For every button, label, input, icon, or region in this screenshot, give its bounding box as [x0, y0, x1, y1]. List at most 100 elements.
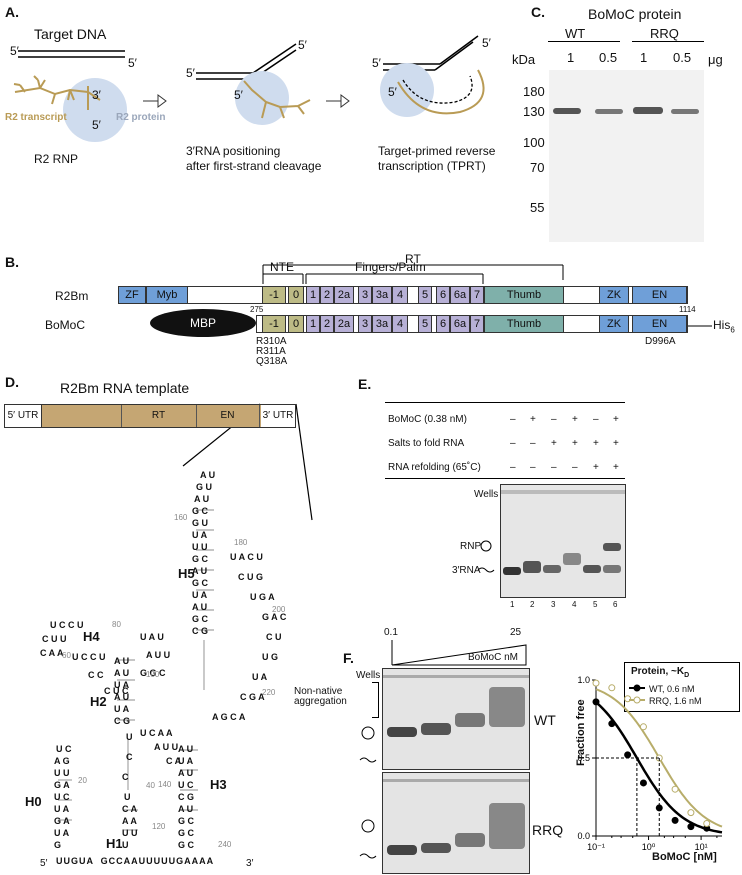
dna-5prime-top: 5′ — [10, 44, 19, 58]
svg-text:G C: G C — [192, 554, 209, 564]
sign-r1-c2: + — [551, 438, 557, 449]
en-segment: EN — [196, 405, 260, 427]
step2-5prime: 5′ — [186, 66, 195, 80]
sign-r2-c4: + — [593, 462, 599, 473]
lane-e3: 3 — [551, 600, 556, 609]
mutation-1: R310A — [256, 336, 287, 347]
domain-4: 4 — [392, 286, 408, 304]
non-native-l1: Non-native — [294, 686, 343, 697]
sign-r1-c5: + — [613, 438, 619, 449]
lane-e6: 6 — [613, 600, 618, 609]
svg-text:A U: A U — [192, 602, 207, 612]
domain-6a: 6a — [450, 286, 470, 304]
sign-r0-c2: – — [551, 414, 557, 425]
helix-h1: H1 — [106, 836, 123, 851]
bomoc-domain-5: 5 — [418, 315, 432, 333]
bomoc-domain-1: 1 — [306, 315, 320, 333]
y-tick-label: 1.0 — [577, 675, 590, 685]
rna-5prime: 5′ — [92, 118, 101, 132]
his-tag: His6 — [713, 318, 735, 335]
panel-label-d: D. — [5, 374, 19, 390]
r2-protein-label: R2 protein — [116, 112, 166, 123]
helix-h5: H5 — [178, 566, 195, 581]
svg-text:G A: G A — [54, 780, 70, 790]
data-point-1-4 — [655, 754, 663, 762]
panel-label-a: A. — [5, 4, 19, 20]
rna-3prime-end: 3′ — [246, 858, 254, 869]
domain-5: 5 — [418, 286, 432, 304]
bomoc-nm: BoMoC nM — [468, 652, 519, 663]
lane-e1: 1 — [510, 600, 515, 609]
panel-label-c: C. — [531, 4, 545, 20]
data-point-0-0 — [592, 698, 600, 706]
svg-text:U A: U A — [192, 530, 208, 540]
legend-title: Protein, ~KD — [631, 666, 690, 679]
svg-text:C C: C C — [88, 670, 104, 680]
step1-label: R2 RNP — [34, 152, 79, 166]
y-tick-label: 0.0 — [577, 831, 590, 841]
bomoc-domain-2a: 2a — [334, 315, 354, 333]
domain-myb: Myb — [146, 286, 188, 304]
svg-text:U G: U G — [262, 652, 278, 662]
nt-100: 100 — [146, 670, 160, 679]
data-point-0-4 — [655, 804, 663, 812]
nt-80: 80 — [112, 620, 121, 629]
bomoc-domain-2: 2 — [320, 315, 334, 333]
domain-1: 1 — [306, 286, 320, 304]
domain-en: EN — [632, 286, 687, 304]
bomoc-domain-4: 4 — [392, 315, 408, 333]
sign-r0-c0: – — [510, 414, 516, 425]
bomoc-domain-3: 3 — [358, 315, 372, 333]
sign-r0-c5: + — [613, 414, 619, 425]
row-salts: Salts to fold RNA — [388, 438, 465, 449]
svg-text:C G: C G — [114, 716, 130, 726]
svg-text:G C: G C — [178, 828, 195, 838]
data-point-1-0 — [592, 679, 600, 687]
nt-220: 220 — [262, 688, 276, 697]
mutation-2: R311A — [256, 346, 286, 357]
lane-e5: 5 — [593, 600, 598, 609]
domain-nte-0: 0 — [288, 286, 304, 304]
rna-template-bar: 5′ UTR RT EN 3′ UTR — [4, 404, 296, 428]
rna-5prime-end: 5′ — [40, 858, 48, 869]
step2-label-l1: 3′RNA positioning — [186, 144, 281, 158]
sign-r1-c3: + — [572, 438, 578, 449]
step2-5prime-b: 5′ — [298, 38, 307, 52]
svg-text:U C C U: U C C U — [72, 652, 106, 662]
sign-r0-c1: + — [530, 414, 536, 425]
rna-label-e: 3′RNA — [452, 565, 481, 576]
nt-180: 180 — [234, 538, 248, 547]
svg-text:G: G — [54, 840, 61, 850]
lane-c4: 0.5 — [673, 50, 692, 65]
sign-r0-c3: + — [572, 414, 578, 425]
panel-label-f: F. — [343, 650, 354, 666]
svg-text:C U C: C U C — [104, 686, 129, 696]
step3-label-l2: transcription (TPRT) — [378, 159, 486, 173]
sign-r2-c0: – — [510, 462, 516, 473]
svg-text:C: C — [126, 752, 133, 762]
conc-high: 25 — [510, 627, 522, 638]
marker-130: 130 — [523, 104, 545, 119]
bomoc-domain-en: EN — [632, 315, 687, 333]
panel-c-wt: WT — [565, 26, 586, 41]
utr3-segment: 3′ UTR — [261, 405, 295, 427]
svg-text:C G: C G — [178, 792, 194, 802]
svg-text:C U U: C U U — [42, 634, 67, 644]
svg-text:A G: A G — [54, 756, 70, 766]
svg-text:C A: C A — [166, 756, 182, 766]
wt-label-f: WT — [534, 712, 556, 728]
data-point-1-1 — [608, 684, 616, 692]
nt-20: 20 — [78, 776, 87, 785]
svg-text:U A: U A — [114, 704, 130, 714]
chart-ylabel: Fraction free — [575, 699, 587, 766]
panel-label-b: B. — [5, 254, 19, 270]
bomoc-domain-m1: -1 — [262, 315, 286, 333]
row-bomoc: BoMoC (0.38 nM) — [388, 414, 467, 425]
svg-text:A U U: A U U — [146, 650, 170, 660]
nt-160: 160 — [174, 513, 188, 522]
panel-label-e: E. — [358, 376, 372, 392]
sign-r1-c0: – — [510, 438, 516, 449]
rnp-label: RNP — [460, 541, 482, 552]
svg-text:A U: A U — [178, 804, 193, 814]
panel-c-title: BoMoC protein — [588, 6, 682, 22]
